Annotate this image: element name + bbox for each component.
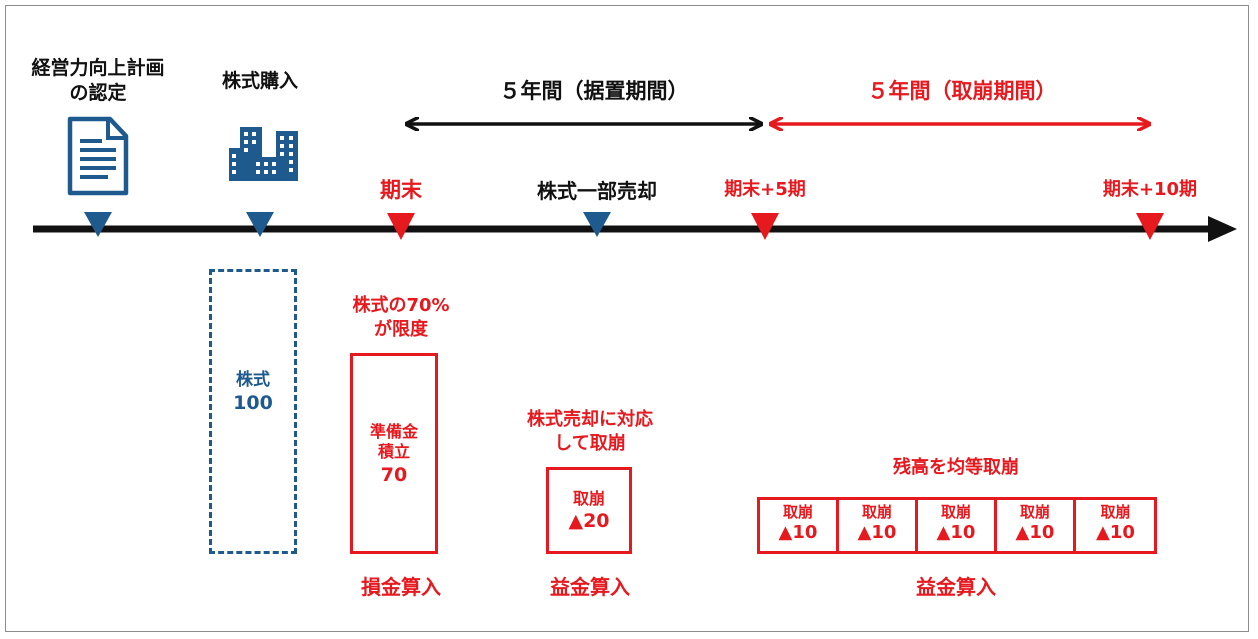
sale-reversal-label: 取崩 [572, 489, 605, 508]
marker-purchase [246, 212, 274, 237]
reserve-box [350, 353, 438, 554]
timeline-arrow [33, 216, 1237, 242]
sale-reversal-effect: 益金算入 [550, 575, 630, 599]
equal-reversal-box [757, 497, 1157, 554]
event-period-end-label: 期末 [380, 178, 422, 202]
stock-box [209, 269, 297, 554]
equal-reversal-effect: 益金算入 [916, 575, 996, 599]
reversal-cell-value: ▲10 [1096, 521, 1135, 543]
reversal-cell-3: 取崩 ▲10 [918, 497, 997, 554]
stock-label: 株式 [236, 370, 270, 390]
reserve-label-line2: 積立 [377, 442, 410, 461]
marker-period-end [387, 213, 415, 240]
event-plus10-label: 期末+10期 [1102, 179, 1198, 200]
reversal-cell-5: 取崩 ▲10 [1076, 497, 1155, 554]
reversal-cell-value: ▲10 [857, 521, 897, 543]
document-icon [67, 116, 129, 196]
equal-reversal-note: 残高を均等取崩 [893, 457, 1019, 478]
reserve-effect: 損金算入 [361, 575, 441, 599]
reversal-cell-4: 取崩 ▲10 [997, 497, 1076, 554]
sale-reversal-note-line2: して取崩 [554, 433, 626, 454]
marker-plus10 [1136, 213, 1164, 240]
reversal-cell-label: 取崩 [861, 503, 892, 521]
reserve-value: 70 [380, 464, 408, 486]
reversal-cell-1: 取崩 ▲10 [760, 497, 839, 554]
reversal-cell-label: 取崩 [1019, 503, 1050, 521]
reversal-cell-value: ▲10 [1015, 521, 1055, 543]
diagram-frame [5, 5, 1249, 632]
reversal-cell-value: ▲10 [778, 521, 818, 543]
reversal-cell-label: 取崩 [782, 503, 813, 521]
reserve-label-line1: 準備金 [369, 422, 418, 441]
marker-plus5 [751, 213, 779, 240]
sale-reversal-note-line1: 株式売却に対応 [527, 409, 653, 430]
marker-approval [84, 212, 112, 237]
event-approval-label: 経営力向上計画 の認定 [31, 57, 165, 104]
reversal-cell-label: 取崩 [1100, 503, 1131, 521]
reversal-cell-value: ▲10 [936, 521, 976, 543]
event-partial-sale-label: 株式一部売却 [537, 179, 657, 203]
marker-partial-sale [583, 212, 611, 237]
buildings-icon [229, 127, 298, 181]
sale-reversal-box [546, 467, 632, 554]
event-plus5-label: 期末+5期 [724, 179, 806, 200]
reserve-note-line2: が限度 [374, 319, 428, 340]
reversal-cell-2: 取崩 ▲10 [839, 497, 918, 554]
event-purchase-label: 株式購入 [221, 70, 298, 92]
reversal-cell-label: 取崩 [940, 503, 971, 521]
reserve-note-line1: 株式の70% [352, 295, 450, 316]
reversal-period-label: ５年間（取崩期間） [867, 79, 1057, 103]
sale-reversal-value: ▲20 [568, 510, 610, 532]
deferral-period-label: ５年間（据置期間） [499, 79, 689, 103]
stock-value: 100 [233, 392, 273, 414]
